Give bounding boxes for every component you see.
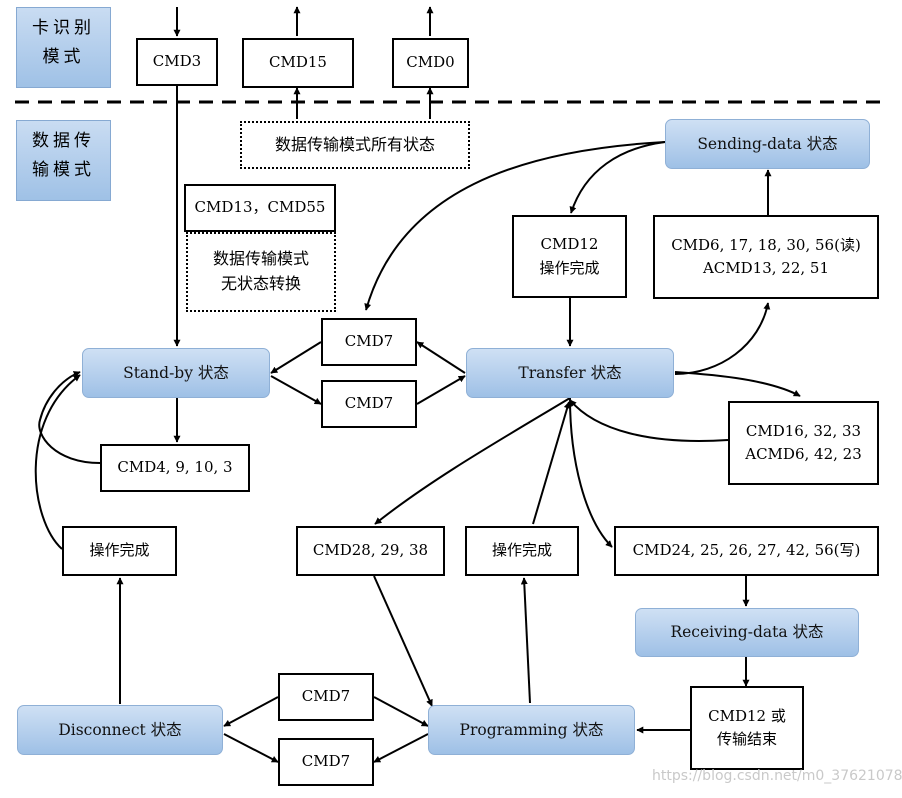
programming-state: Programming 状态	[428, 705, 635, 755]
erase-cmds-box: CMD28, 29, 38	[296, 526, 445, 576]
mode-data-transfer: 数据传 输模式	[16, 120, 111, 201]
disconnect-state: Disconnect 状态	[17, 705, 223, 755]
mode-card-identification: 卡识别 模式	[16, 7, 111, 88]
arrow-transfer-to-cmd16	[674, 371, 801, 397]
cmd13-cmd55-box: CMD13，CMD55	[184, 184, 336, 232]
arrow-cmd7-to-disconnect	[223, 696, 279, 727]
arrow-transfer-to-erase	[374, 397, 571, 525]
arrow-opdone-to-standby	[34, 374, 81, 550]
watermark: https://blog.csdn.net/m0_37621078	[652, 768, 902, 784]
cmd7-lower-box: CMD7	[321, 380, 417, 428]
arrow-standby-to-cmd7	[270, 375, 322, 405]
all-states-note: 数据传输模式所有状态	[240, 121, 470, 169]
arrow-cmd16-to-transfer	[569, 399, 729, 442]
arrow-disconnect-to-cmd7	[223, 733, 279, 763]
arrow-erase-to-programming	[373, 575, 433, 707]
arrow-opdone-to-transfer	[532, 401, 571, 525]
cmd0-box: CMD0	[392, 38, 469, 88]
transfer-state: Transfer 状态	[466, 348, 674, 398]
arrow-programming-to-cmd7	[373, 733, 429, 763]
cmd7-upper-box: CMD7	[321, 318, 417, 366]
cmd15-box: CMD15	[242, 38, 354, 88]
op-done-left-box: 操作完成	[62, 526, 177, 576]
standby-state: Stand-by 状态	[82, 348, 270, 398]
cmd12-or-end-box: CMD12 或 传输结束	[690, 686, 804, 770]
cmd7-disconnect-lower-box: CMD7	[278, 738, 374, 786]
standby-stay-box: CMD4, 9, 10, 3	[100, 444, 250, 492]
receiving-data-state: Receiving-data 状态	[635, 608, 859, 657]
arrow-transfer-to-read	[674, 302, 771, 375]
cmd12-done-box: CMD12 操作完成	[512, 215, 627, 298]
read-cmds-box: CMD6, 17, 18, 30, 56(读) ACMD13, 22, 51	[653, 215, 879, 299]
arrow-programming-to-opdone	[520, 577, 531, 704]
op-done-mid-box: 操作完成	[465, 526, 579, 576]
arrow-cmd4-loop	[38, 371, 101, 464]
arrow-transfer-to-cmd7	[416, 341, 466, 374]
transfer-stay-box: CMD16, 32, 33 ACMD6, 42, 23	[728, 401, 879, 485]
cmd3-box: CMD3	[136, 38, 218, 86]
no-transition-note: 数据传输模式 无状态转换	[186, 232, 336, 312]
arrow-cmd7-to-transfer	[416, 375, 466, 405]
sending-data-state: Sending-data 状态	[665, 119, 870, 169]
arrow-sending-to-cmd12	[569, 141, 666, 214]
cmd7-disconnect-upper-box: CMD7	[278, 673, 374, 721]
write-cmds-box: CMD24, 25, 26, 27, 42, 56(写)	[614, 526, 879, 576]
arrow-cmd7-to-programming	[373, 696, 429, 727]
arrow-sending-to-standby	[364, 141, 666, 311]
arrow-transfer-to-write	[569, 397, 613, 548]
arrow-cmd7-to-standby	[270, 341, 322, 374]
